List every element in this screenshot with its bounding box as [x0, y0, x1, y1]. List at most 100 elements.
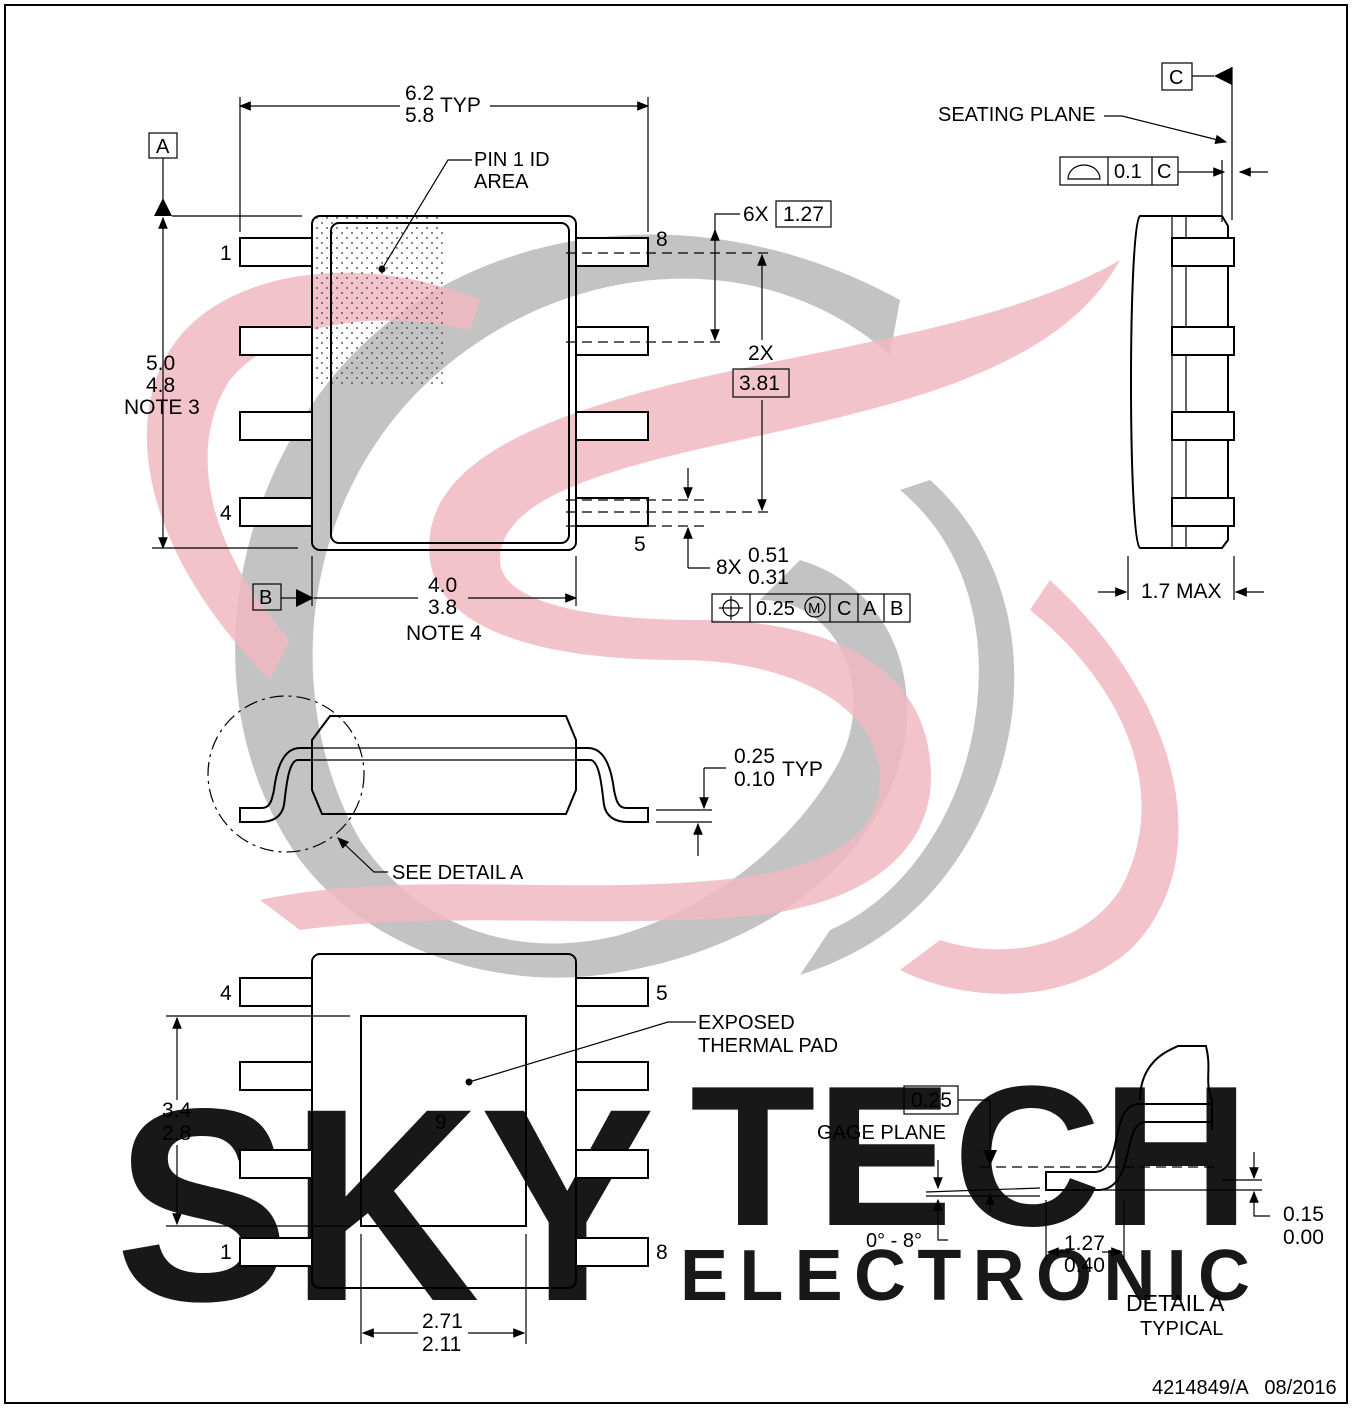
- side-lead-3: [1171, 411, 1235, 441]
- pin-label-4: 4: [220, 502, 232, 525]
- span-basic-box: [732, 368, 790, 398]
- watermark-pink-swoosh-left: [146, 272, 480, 680]
- watermark-brand-word1: SKY: [115, 1052, 655, 1359]
- bottom-lead-8: [575, 1237, 649, 1267]
- bottom-lead-3: [239, 1061, 313, 1091]
- pad-leader: [468, 1021, 696, 1083]
- pin1-id-label-line2: AREA: [474, 171, 529, 193]
- gage-plane-label: GAGE PLANE: [817, 1122, 946, 1144]
- pad-wid-max: 2.71: [422, 1310, 463, 1333]
- lead-pin-8: [575, 237, 649, 267]
- bottom-lead-6: [575, 1061, 649, 1091]
- width-suffix: TYP: [440, 94, 481, 117]
- bottom-pin-label-8: 8: [656, 1241, 668, 1264]
- bottom-lead-1: [239, 1237, 313, 1267]
- datum-b-label: B: [259, 587, 272, 609]
- flatness-frame: 0.1 C: [1059, 156, 1179, 186]
- fcf-datum-3: B: [890, 598, 903, 620]
- lead-thk-min: 0.10: [734, 768, 775, 791]
- lead-pin-4: [239, 497, 313, 527]
- datum-b-box: [252, 583, 282, 611]
- lead-pin-2: [239, 326, 313, 356]
- body-max: 4.0: [428, 574, 457, 597]
- length-note: NOTE 3: [124, 396, 200, 419]
- lead-pin-3: [239, 411, 313, 441]
- pin1-leader: [381, 159, 472, 270]
- page-border: [4, 4, 1348, 1404]
- lead-pin-1: [239, 237, 313, 267]
- pin-label-8: 8: [656, 228, 668, 251]
- length-min: 4.8: [146, 374, 175, 397]
- span-count: 2X: [748, 342, 774, 365]
- detail-lead: [1045, 1103, 1212, 1191]
- bottom-view: 4 5 1 8 9 EXPOSED THERMAL PAD 3.4 2.8 2.…: [162, 953, 838, 1356]
- see-detail-label: SEE DETAIL A: [392, 862, 524, 884]
- lead-pin-7: [575, 326, 649, 356]
- bottom-lead-7: [575, 1149, 649, 1179]
- front-view: SEE DETAIL A 0.25 0.10 TYP: [207, 695, 823, 884]
- bottom-body: [311, 953, 577, 1289]
- watermark-brand-word2: TECH: [690, 1045, 1250, 1268]
- bottom-lead-4: [239, 977, 313, 1007]
- gage-value: 0.25: [911, 1089, 952, 1112]
- seating-plane-label: SEATING PLANE: [938, 104, 1095, 126]
- width-min: 5.8: [405, 104, 434, 127]
- foot-max: 1.27: [1064, 1232, 1105, 1255]
- width-max: 6.2: [405, 82, 434, 105]
- lead-max: 0.51: [748, 544, 789, 567]
- body-min: 3.8: [428, 596, 457, 619]
- pin1-id-label-line1: PIN 1 ID: [474, 149, 550, 171]
- pin1-id-area: [313, 217, 445, 384]
- bottom-pin-label-5: 5: [656, 982, 668, 1005]
- side-view: C SEATING PLANE 0.1 C 1.7 MAX: [938, 62, 1268, 603]
- foot-min: 0.40: [1064, 1254, 1105, 1277]
- side-lead-2: [1171, 326, 1235, 356]
- datum-a-label: A: [156, 136, 170, 158]
- lead-count: 8X: [716, 556, 742, 579]
- detail-a-title: DETAIL A: [1126, 1290, 1225, 1316]
- detail-a-subtitle: TYPICAL: [1140, 1318, 1223, 1340]
- package-body-inner: [330, 222, 570, 544]
- detail-a-callout-circle: [207, 695, 365, 853]
- fcf-datum-1: C: [837, 598, 851, 620]
- drawing-number: 4214849/A 08/2016: [1152, 1377, 1337, 1399]
- detail-a: 0.25 GAGE PLANE 0° - 8° 0.15 0.00 1.27 0…: [817, 1045, 1324, 1340]
- front-lead-right: [576, 747, 649, 823]
- length-max: 5.0: [146, 352, 175, 375]
- lead-pin-6: [575, 411, 649, 441]
- seating-plane-leader: [1104, 115, 1228, 145]
- thermal-pad: [360, 1015, 527, 1227]
- lead-min: 0.31: [748, 566, 789, 589]
- flatness-datum: C: [1157, 161, 1171, 183]
- position-tolerance-frame: 0.25 M C A B: [711, 593, 911, 623]
- pad-wid-min: 2.11: [422, 1333, 461, 1356]
- pad-len-min: 2.8: [162, 1122, 191, 1145]
- top-view: 1 4 8 5 PIN 1 ID AREA 6.2 5.8 TYP A 5.0 …: [124, 82, 911, 645]
- pin-label-5: 5: [634, 533, 646, 556]
- bottom-pin-label-4: 4: [220, 982, 232, 1005]
- body-note: NOTE 4: [406, 622, 482, 645]
- watermark-pink-swoosh-center: [260, 260, 1120, 930]
- pitch-basic-box: [775, 200, 832, 228]
- side-lead-1: [1171, 237, 1235, 267]
- bottom-lead-2: [239, 1149, 313, 1179]
- pitch-count: 6X: [743, 203, 769, 226]
- lead-thk-suffix: TYP: [782, 758, 823, 781]
- package-body-outer: [311, 215, 577, 551]
- fcf-datum-2: A: [863, 598, 877, 620]
- standoff-max: 0.15: [1283, 1203, 1324, 1226]
- span-value: 3.81: [739, 372, 780, 395]
- pad-label-line1: EXPOSED: [698, 1012, 795, 1034]
- side-body: [1130, 215, 1229, 549]
- datum-c-label: C: [1169, 67, 1183, 89]
- watermark-gray-arc: [800, 480, 1015, 975]
- mmc-modifier-icon: [804, 596, 826, 618]
- pad-len-max: 3.4: [162, 1099, 192, 1122]
- pad-label-line2: THERMAL PAD: [698, 1035, 838, 1057]
- position-tol: 0.25: [756, 598, 795, 620]
- mmc-modifier: M: [808, 600, 821, 617]
- pitch-value: 1.27: [783, 203, 824, 226]
- see-detail-leader: [337, 837, 388, 873]
- watermark-pink-swoosh-right: [900, 580, 1179, 994]
- lead-thk-max: 0.25: [734, 745, 775, 768]
